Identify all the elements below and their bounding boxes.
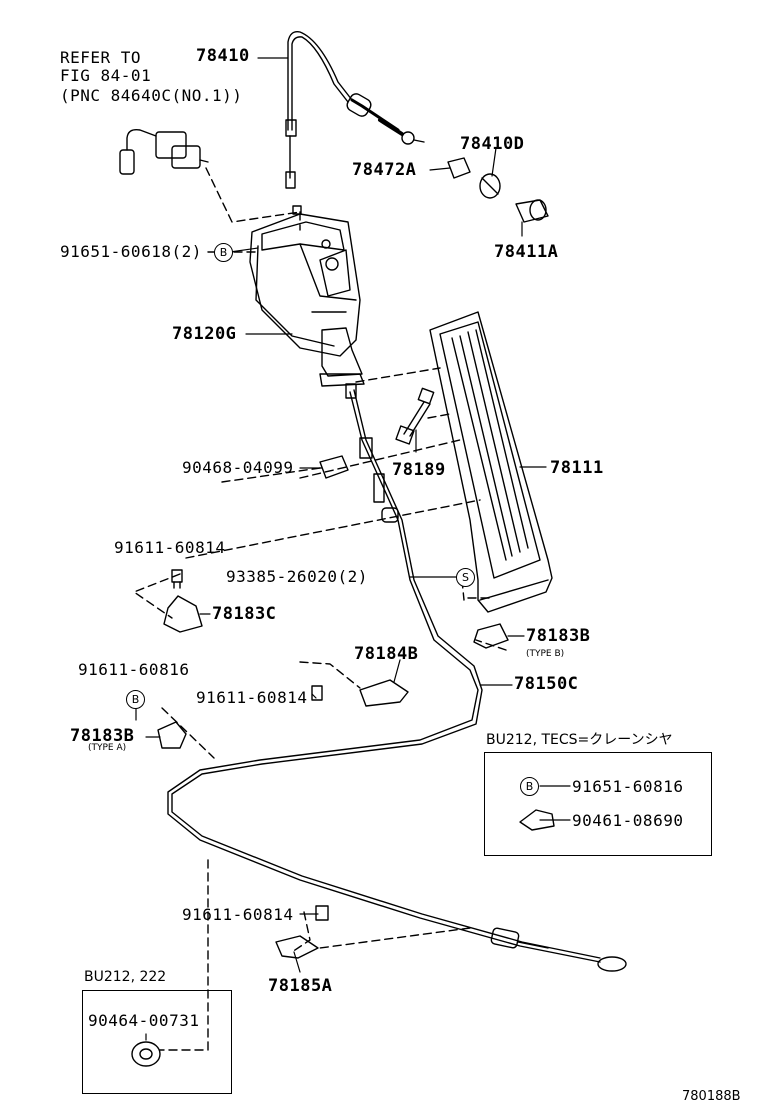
label-78184B: 78184B	[354, 644, 419, 664]
clip-90464	[131, 1041, 161, 1067]
label-91651-60618: 91651-60618(2)	[60, 242, 202, 261]
cap-78411A	[515, 199, 549, 223]
refer-note-line2: FIG 84-01	[60, 66, 152, 85]
label-78183C: 78183C	[212, 604, 277, 624]
label-78472A: 78472A	[352, 160, 417, 180]
tecs-box	[484, 752, 712, 856]
leader-lines	[135, 57, 571, 1041]
mark-b-3: B	[520, 777, 539, 796]
label-91611-60814-a: 91611-60814	[114, 538, 226, 557]
bolt-91611-middle	[311, 685, 323, 701]
refer-note-line1: REFER TO	[60, 48, 142, 67]
label-type-a: (TYPE A)	[88, 743, 127, 753]
label-91651-60816: 91651-60816	[572, 777, 684, 796]
accelerator-pedal-78111	[429, 311, 553, 613]
clamp-78472A	[447, 157, 471, 179]
label-90464-00731: 90464-00731	[88, 1011, 200, 1030]
clamp-78185A	[275, 935, 319, 959]
bu-box-header: BU212, 222	[84, 969, 167, 985]
mark-s: S	[456, 568, 475, 587]
stopper-bolt-78189	[395, 387, 435, 445]
bolt-91611-lower	[315, 905, 329, 921]
label-78150C: 78150C	[514, 674, 579, 694]
label-78185A: 78185A	[268, 976, 333, 996]
label-91611-60814-c: 91611-60814	[182, 905, 294, 924]
tecs-box-header: BU212, TECS=クレーンシヤ	[486, 732, 673, 748]
clip-90468	[319, 455, 349, 479]
label-91611-60816: 91611-60816	[78, 660, 190, 679]
label-91611-60814-b: 91611-60814	[196, 688, 308, 707]
mark-b-1: B	[214, 243, 233, 262]
label-78183B-left: 78183B	[70, 726, 135, 746]
label-78189: 78189	[392, 460, 446, 480]
label-78410D: 78410D	[460, 134, 525, 154]
clamp-78183B-right	[473, 623, 509, 649]
bolt-91611-upper	[171, 569, 183, 589]
grommet-78410D	[479, 173, 501, 199]
label-78410: 78410	[196, 46, 250, 66]
label-90468-04099: 90468-04099	[182, 458, 294, 477]
guide-lines	[133, 167, 507, 1051]
clamp-78183B-left	[157, 721, 187, 749]
label-93385-26020: 93385-26020(2)	[226, 567, 368, 586]
label-78411A: 78411A	[494, 242, 559, 262]
accelerator-cable-upper	[285, 31, 425, 215]
clamp-78183C	[163, 595, 203, 633]
sensor-connector	[119, 128, 209, 175]
label-type-b: (TYPE B)	[526, 649, 565, 659]
refer-note-line3: (PNC 84640C(NO.1))	[60, 86, 243, 105]
accelerator-cable-78150C	[167, 383, 627, 972]
pedal-bracket-78120G	[249, 213, 365, 387]
label-90461-08690: 90461-08690	[572, 811, 684, 830]
label-78183B-right: 78183B	[526, 626, 591, 646]
bracket-78184B	[359, 679, 409, 707]
mark-b-2: B	[126, 690, 145, 709]
label-78120G: 78120G	[172, 324, 237, 344]
label-78111: 78111	[550, 458, 604, 478]
bu-box	[82, 990, 232, 1094]
figure-number: 780188B	[682, 1089, 741, 1104]
